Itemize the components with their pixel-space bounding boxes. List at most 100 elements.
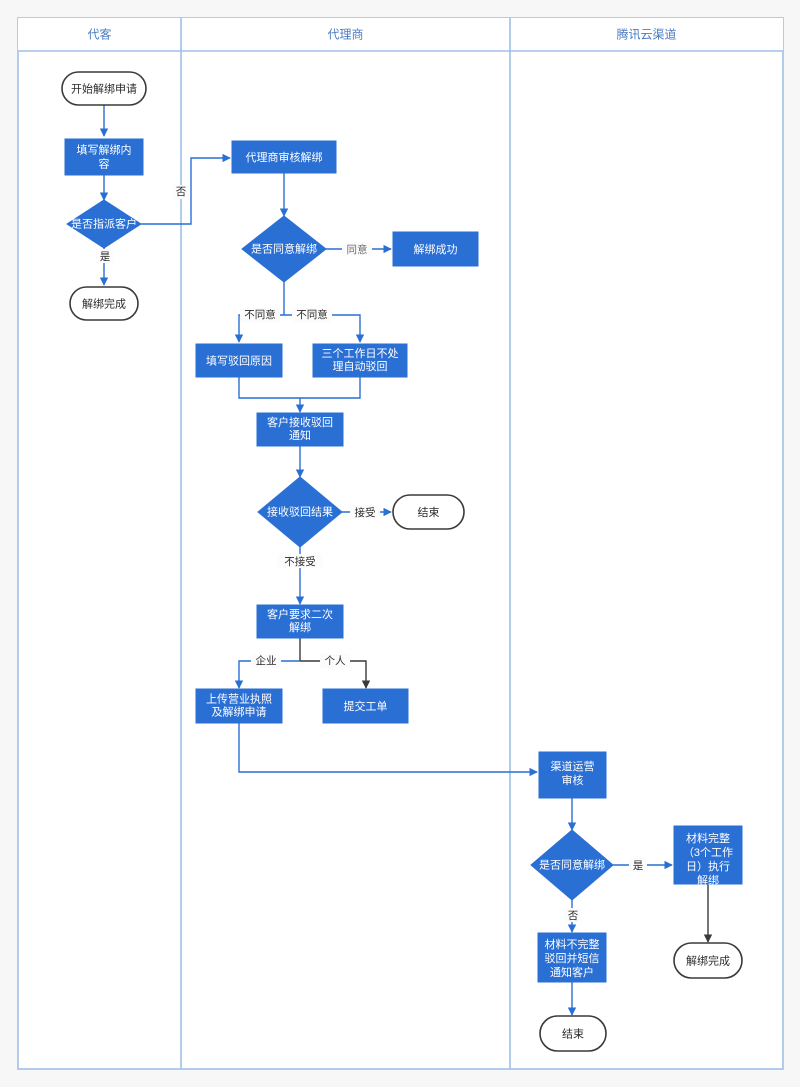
edge-label-enterprise: 企业	[256, 654, 277, 667]
edge-label-bg-no-assign	[173, 185, 189, 199]
edge-label-bg-enterprise	[251, 654, 281, 668]
process-shape	[195, 343, 283, 378]
node-end-tencent[interactable]: 结束	[539, 1015, 607, 1052]
node-label-line3: 通知客户	[550, 965, 594, 979]
node-label-line1: 渠道运营	[551, 759, 595, 773]
node-label-line1: 上传营业执照	[206, 692, 272, 706]
node-material-complete-execute-unbind[interactable]: 材料完整 （3个工作 日）执行 解绑	[673, 825, 743, 887]
edge-label-no-assign: 否	[176, 186, 187, 198]
process-shape	[256, 604, 344, 639]
node-label: 开始解绑申请	[71, 82, 137, 96]
node-label: 是否指派客户	[71, 217, 137, 231]
node-label-line4: 解绑	[697, 873, 719, 887]
process-shape	[231, 140, 337, 174]
node-label-line1: 材料不完整	[545, 937, 600, 951]
node-label-line1: 材料完整	[686, 831, 730, 845]
node-customer-receive-reject-notice[interactable]: 客户接收驳回 通知	[256, 412, 344, 447]
terminator-shape	[392, 494, 465, 530]
node-label-line1: 客户要求二次	[267, 607, 333, 621]
edge-auto-reject-to-notify	[300, 377, 361, 399]
swimlane-container: 代客 代理商 腾讯云渠道	[17, 17, 784, 1070]
node-label: 结束	[562, 1028, 584, 1041]
node-label: 提交工单	[344, 699, 388, 713]
node-material-incomplete-reject-sms[interactable]: 材料不完整 驳回并短信 通知客户	[537, 932, 607, 983]
edge-upload-to-channel-review	[238, 723, 538, 777]
edge-label-bg-agree	[342, 242, 372, 256]
terminator-shape	[69, 286, 139, 321]
edge-label-bg-disagree-right	[292, 308, 332, 322]
node-customer-request-second-unbind[interactable]: 客户要求二次 解绑	[256, 604, 344, 639]
node-unbind-complete-customer[interactable]: 解绑完成	[69, 286, 139, 321]
edges-lane-tencent: 是 否	[564, 798, 713, 1016]
edge-label-not-accept: 不接受	[284, 555, 316, 568]
edge-label-bg-yes-tencent	[629, 858, 647, 872]
process-shape	[256, 412, 344, 447]
node-label-line3: 日）执行	[686, 859, 730, 873]
swimlane-header-band	[18, 18, 783, 51]
decision-shape	[241, 215, 327, 283]
edge-label-disagree-left: 不同意	[244, 308, 276, 321]
node-unbind-success[interactable]: 解绑成功	[392, 231, 479, 267]
decision-shape	[66, 199, 142, 249]
node-label-line2: 通知	[289, 428, 311, 442]
node-decision-agree-unbind-agent[interactable]: 是否同意解绑	[241, 215, 327, 283]
edge-label-agree: 同意	[347, 243, 368, 256]
edge-label-bg-accept	[350, 505, 380, 519]
lane-title-agent: 代理商	[327, 27, 363, 42]
edge-label-personal: 个人	[325, 655, 346, 667]
process-shape	[673, 825, 743, 885]
process-shape	[64, 138, 144, 176]
process-shape	[312, 343, 408, 378]
decision-shape	[257, 476, 343, 548]
node-label-line2: 容	[99, 157, 110, 171]
node-label: 解绑完成	[82, 297, 126, 311]
terminator-shape	[61, 71, 147, 106]
terminator-shape	[539, 1015, 607, 1052]
node-label-line1: 填写解绑内	[77, 143, 132, 157]
edge-label-accept: 接受	[355, 506, 376, 519]
edge-label-bg-yes-assign	[96, 249, 114, 263]
node-label: 代理商审核解绑	[246, 150, 323, 164]
node-decision-assign-customer[interactable]: 是否指派客户	[66, 199, 142, 249]
process-shape	[392, 231, 479, 267]
lane-title-tencent: 腾讯云渠道	[616, 27, 676, 42]
process-shape	[538, 751, 607, 799]
node-fill-reject-reason[interactable]: 填写驳回原因	[195, 343, 283, 378]
node-channel-operation-review[interactable]: 渠道运营 审核	[538, 751, 607, 799]
edge-label-bg-disagree-left	[240, 308, 280, 322]
edge-label-bg-not-accept	[278, 554, 322, 568]
node-unbind-complete-tencent[interactable]: 解绑完成	[673, 942, 743, 979]
edge-assign-no-to-agent-review	[141, 153, 231, 225]
swimlane-frame	[17, 17, 784, 1070]
edge-label-bg-personal	[320, 654, 350, 668]
node-upload-license-and-application[interactable]: 上传营业执照 及解绑申请	[195, 688, 283, 724]
node-agent-review-unbind[interactable]: 代理商审核解绑	[231, 140, 337, 174]
node-label: 结束	[418, 506, 440, 519]
node-label: 解绑完成	[686, 954, 730, 968]
node-label-line2: 及解绑申请	[212, 705, 267, 719]
node-fill-unbind-content[interactable]: 填写解绑内 容	[64, 138, 144, 176]
edge-label-yes-tencent: 是	[633, 860, 644, 872]
edge-label-yes-assign: 是	[100, 251, 111, 263]
node-decision-receive-reject-result[interactable]: 接收驳回结果	[257, 476, 343, 548]
node-label-line2: （3个工作	[683, 846, 733, 859]
node-end-agent[interactable]: 结束	[392, 494, 465, 530]
edge-label-disagree-right: 不同意	[296, 308, 328, 321]
node-submit-ticket[interactable]: 提交工单	[322, 688, 409, 724]
node-label-line2: 审核	[562, 773, 584, 787]
node-label-line1: 客户接收驳回	[267, 415, 333, 429]
edges-lane-customer: 是 否	[96, 105, 231, 286]
node-decision-agree-unbind-tencent[interactable]: 是否同意解绑	[530, 829, 614, 901]
decision-shape	[530, 829, 614, 901]
node-auto-reject-three-days[interactable]: 三个工作日不处 理自动驳回	[312, 343, 408, 378]
node-label-line2: 驳回并短信	[545, 951, 600, 965]
node-label: 是否同意解绑	[251, 242, 317, 256]
process-shape	[195, 688, 283, 724]
process-shape	[537, 932, 607, 983]
node-start-unbind-request[interactable]: 开始解绑申请	[61, 71, 147, 106]
edge-label-bg-no-tencent	[564, 908, 582, 922]
node-label-line1: 三个工作日不处	[322, 347, 399, 360]
node-label: 解绑成功	[414, 242, 458, 256]
